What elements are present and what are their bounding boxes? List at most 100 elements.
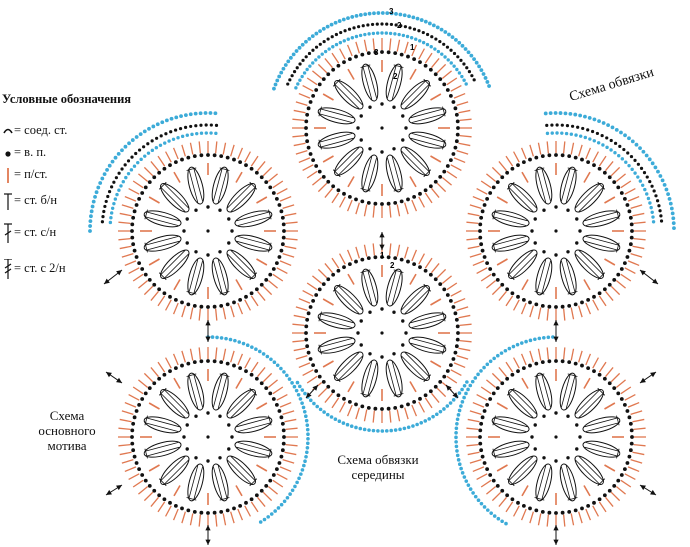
edging-dot bbox=[288, 492, 292, 496]
chain-dot bbox=[478, 441, 483, 446]
edging-dot bbox=[613, 151, 617, 155]
petal bbox=[534, 257, 553, 296]
outer-stitch-mark bbox=[317, 268, 328, 279]
petal bbox=[582, 415, 621, 434]
chain-dot bbox=[342, 396, 346, 401]
edging-dot bbox=[468, 383, 473, 388]
chain-dot bbox=[451, 152, 456, 156]
petal-stitch bbox=[584, 211, 618, 222]
outer-stitch-mark bbox=[466, 443, 479, 447]
outer-stitch-mark bbox=[132, 180, 144, 189]
petal-cap bbox=[442, 106, 446, 117]
edging-dot bbox=[320, 52, 324, 56]
chain-dot bbox=[331, 389, 336, 394]
petal-stitch bbox=[319, 113, 353, 124]
chain-dot bbox=[399, 199, 404, 204]
outer-stitch-mark bbox=[529, 350, 534, 363]
edging-dot bbox=[421, 30, 425, 35]
edging-dot bbox=[657, 204, 661, 208]
outer-stitch-mark bbox=[282, 410, 295, 415]
chain-dot bbox=[602, 493, 607, 498]
edging-dot bbox=[150, 139, 154, 143]
outer-stitch-mark bbox=[610, 491, 621, 502]
petal-outline bbox=[535, 257, 553, 296]
edging-dot bbox=[279, 70, 284, 75]
edging-dot bbox=[464, 479, 469, 483]
petal bbox=[574, 181, 606, 213]
petal-stitch bbox=[160, 250, 186, 275]
chain-dot bbox=[134, 255, 139, 259]
chain-dot bbox=[454, 317, 459, 322]
outer-stitch-mark bbox=[630, 459, 643, 464]
edging-dot bbox=[346, 37, 350, 41]
chain-dot bbox=[311, 158, 316, 163]
outer-stitch-mark bbox=[604, 367, 614, 378]
chain-dot bbox=[547, 510, 552, 515]
chain-dot bbox=[453, 106, 458, 111]
chain-dot bbox=[625, 461, 630, 465]
center-dot bbox=[575, 241, 579, 245]
edging-dot bbox=[402, 426, 407, 431]
outer-stitch-mark bbox=[505, 501, 514, 513]
chain-dot bbox=[560, 510, 565, 515]
outer-stitch-mark bbox=[222, 348, 227, 361]
petal-stitch bbox=[411, 318, 445, 329]
edging-dot bbox=[550, 123, 554, 127]
chain-dot bbox=[456, 126, 460, 130]
arrow-head bbox=[640, 377, 646, 383]
outer-stitch-mark bbox=[121, 204, 134, 209]
petal-outline bbox=[535, 166, 553, 205]
chain-dot bbox=[592, 500, 596, 505]
petal-cap bbox=[393, 64, 404, 68]
center-dot bbox=[530, 229, 534, 233]
center-dot bbox=[206, 459, 210, 463]
chain-dot bbox=[225, 361, 230, 366]
petal-stitch bbox=[404, 147, 430, 172]
chain-dot bbox=[406, 402, 410, 407]
edging-dot bbox=[98, 181, 103, 185]
chain-dot bbox=[540, 509, 545, 514]
connection-arrow bbox=[445, 384, 459, 399]
center-dot bbox=[380, 150, 384, 154]
legend-row-chain: = в. п. bbox=[2, 143, 152, 165]
petal-cap bbox=[158, 181, 167, 190]
chain-dot bbox=[180, 506, 184, 511]
chain-dot bbox=[132, 209, 137, 214]
chain-dot bbox=[567, 154, 572, 159]
edging-dot bbox=[288, 55, 293, 60]
chain-dot bbox=[619, 397, 624, 401]
petal-outline bbox=[408, 131, 447, 149]
outer-stitch-mark bbox=[411, 404, 418, 417]
chain-dot bbox=[510, 372, 515, 377]
edging-dot bbox=[627, 163, 631, 168]
edging-dot bbox=[393, 428, 398, 432]
chain-dot bbox=[393, 405, 398, 410]
arrow-head bbox=[205, 320, 211, 326]
row-number-label: 2 bbox=[390, 261, 395, 270]
chain-dot bbox=[423, 393, 428, 398]
chain-dot bbox=[186, 302, 191, 307]
edging-dot bbox=[440, 52, 444, 56]
chain-dot bbox=[488, 267, 493, 271]
chain-dot bbox=[238, 366, 243, 371]
petal bbox=[506, 249, 538, 281]
edging-dot bbox=[639, 166, 644, 170]
center-dot bbox=[185, 447, 189, 451]
edging-dot bbox=[568, 111, 573, 116]
outer-stitch-mark bbox=[262, 166, 273, 177]
petal-outline bbox=[574, 183, 604, 213]
edging-dot bbox=[169, 130, 173, 134]
legend-row-single-crochet: = ст. б/н bbox=[2, 191, 152, 223]
chain-dot bbox=[622, 402, 627, 407]
outer-stitch-mark bbox=[150, 367, 160, 378]
edging-dot bbox=[286, 59, 291, 64]
edging-dot bbox=[130, 155, 134, 159]
chain-dot bbox=[479, 242, 484, 247]
petal-stitch bbox=[578, 456, 604, 481]
outer-stitch-mark bbox=[317, 63, 328, 74]
edging-dot bbox=[297, 476, 301, 481]
chain-dot bbox=[354, 259, 358, 264]
edging-dot bbox=[120, 148, 124, 153]
edging-dot bbox=[314, 58, 318, 62]
petal-outline bbox=[160, 249, 190, 279]
